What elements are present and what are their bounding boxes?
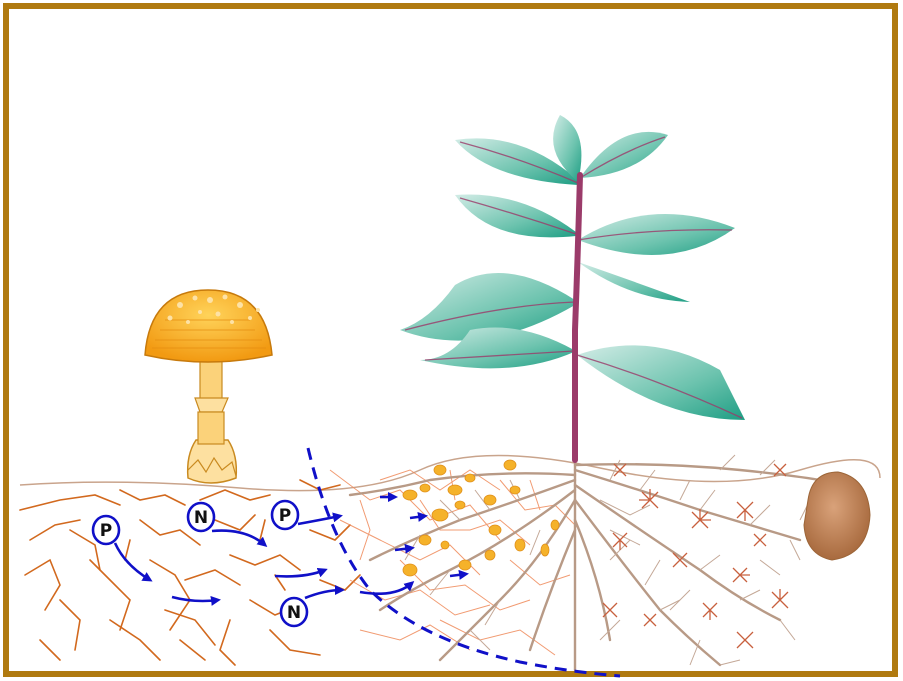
label-p-1: P xyxy=(93,516,119,544)
label-p-2: P xyxy=(272,501,298,529)
label-n-2: N xyxy=(281,598,307,626)
svg-text:N: N xyxy=(287,603,301,623)
svg-text:N: N xyxy=(194,508,208,528)
label-n-1: N xyxy=(188,503,214,531)
svg-text:P: P xyxy=(279,506,291,526)
svg-text:P: P xyxy=(100,521,112,541)
